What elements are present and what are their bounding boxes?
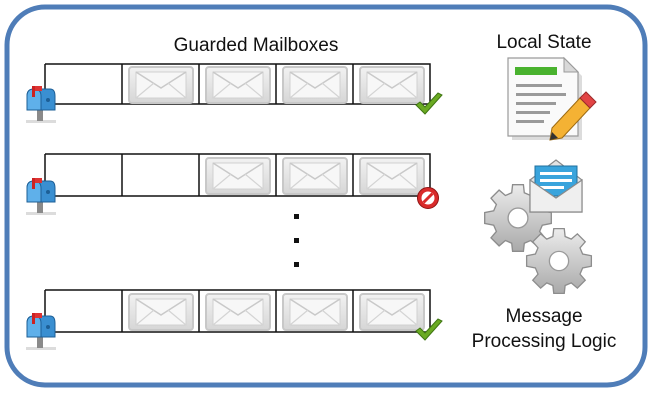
logic-label-line2: Processing Logic — [472, 331, 617, 352]
gears-envelope-icon — [484, 159, 593, 295]
mailboxes-title: Guarded Mailboxes — [174, 35, 339, 56]
envelope-icon — [282, 293, 348, 331]
stop-icon — [416, 186, 440, 210]
mailbox-queue — [45, 63, 431, 105]
envelope-icon — [205, 293, 271, 331]
envelope-icon — [359, 293, 425, 331]
mailbox-queue — [45, 153, 431, 197]
envelope-icon — [205, 66, 271, 104]
envelope-icon — [359, 66, 425, 104]
vertical-ellipsis — [294, 214, 299, 267]
mailbox-queue — [45, 289, 431, 333]
mailbox-row-2 — [25, 153, 440, 216]
envelope-icon — [282, 157, 348, 195]
local-state-label: Local State — [496, 32, 591, 53]
envelope-icon — [205, 157, 271, 195]
mailbox-row-1 — [25, 63, 443, 124]
envelope-icon — [359, 157, 425, 195]
envelope-icon — [128, 293, 194, 331]
envelope-icon — [128, 66, 194, 104]
document-edit-icon — [507, 56, 597, 141]
envelope-icon — [282, 66, 348, 104]
logic-label-line1: Message — [505, 306, 582, 327]
mailbox-row-3 — [25, 289, 443, 351]
